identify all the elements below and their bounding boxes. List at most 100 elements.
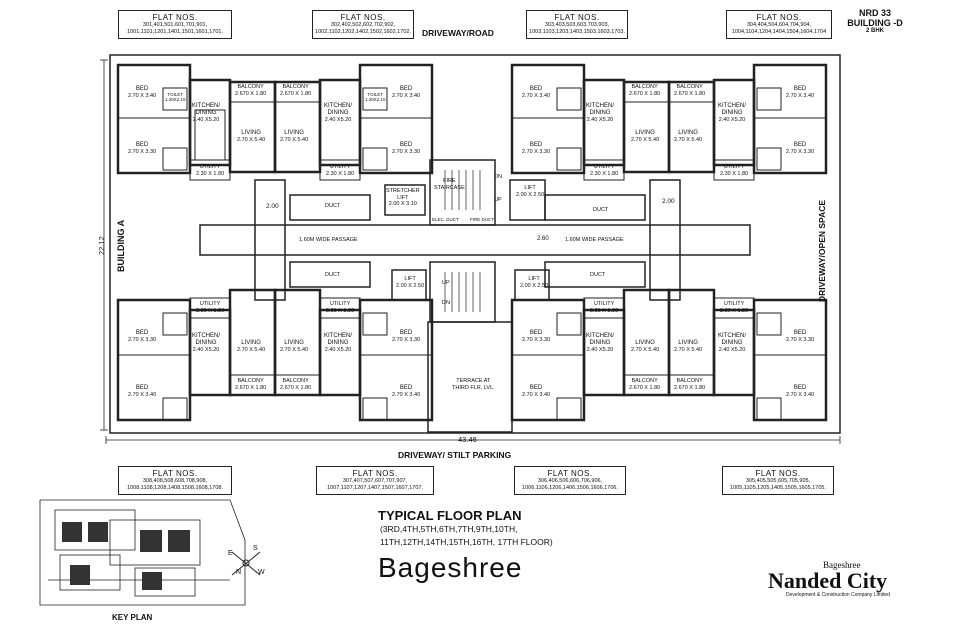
room-name: BALCONY xyxy=(237,84,264,90)
flat-box-bottom-mid-right: FLAT NOS. 306,406,506,606,706,906, 1006,… xyxy=(514,466,626,495)
room-name: BED xyxy=(135,142,149,148)
room-dim: 2.70 X 3.40 xyxy=(522,392,551,399)
room-name: TOILET xyxy=(367,92,384,97)
room-dim: 2.670 X 1.80 xyxy=(235,90,267,97)
building-name: BUILDING -D xyxy=(847,18,903,28)
room-name: DINING xyxy=(195,110,217,117)
room-dim: 2.70 X 3.30 xyxy=(522,337,551,344)
room-dim: 2.70 X 3.40 xyxy=(128,93,157,100)
right-side-label: DRIVEWAY/OPEN SPACE xyxy=(817,199,827,302)
room-name: DINING xyxy=(589,340,611,347)
fire-duct-label: FIRE DUCT xyxy=(470,217,494,222)
room-name: LIVING xyxy=(635,340,655,346)
flat-box-title: FLAT NOS. xyxy=(554,13,600,22)
room-dim: 2.70 X 5.40 xyxy=(674,347,703,354)
compass-s: S xyxy=(253,545,258,552)
logo-tagline: Development & Construction Company Limit… xyxy=(786,592,890,598)
room-dim: 2.00 X 3.10 xyxy=(388,201,417,208)
flat-box-line: 303,403,503,603,703,903, xyxy=(544,22,610,29)
flat-box-line: 304,404,504,604,704,904, xyxy=(746,22,812,29)
room-dim: 2.70 X 3.30 xyxy=(786,149,815,156)
project-name: NRD 33 xyxy=(858,8,891,18)
passage-label: 1.60M WIDE PASSAGE xyxy=(565,237,624,243)
room-name: BALCONY xyxy=(631,378,658,384)
room-name: KITCHEN/ xyxy=(718,103,747,109)
flat-box-title: FLAT NOS. xyxy=(547,469,593,478)
room-dim: 2.40 X5.20 xyxy=(192,347,220,354)
room-dim: 2.70 X 3.40 xyxy=(786,93,815,100)
room-dim: 2.70 X 5.40 xyxy=(631,347,660,354)
passage-label: 1.60M WIDE PASSAGE xyxy=(299,237,358,243)
staircase-treads xyxy=(444,170,481,312)
room-dim: 1.20X2.10 xyxy=(365,97,386,103)
duct-label: DUCT xyxy=(325,203,341,209)
logo-sup: Bageshree xyxy=(823,560,861,570)
room-dim: 2.30 X 1.80 xyxy=(720,307,749,314)
room-dim: 2.70 X 3.30 xyxy=(128,337,157,344)
room-name: KITCHEN/ xyxy=(324,333,353,339)
flat-box-line: 1005,1105,1205,1405,1505,1605,1705. xyxy=(730,484,826,491)
dim-label: 2.60 xyxy=(537,236,549,242)
duct-label: DUCT xyxy=(325,272,341,278)
room-name: UTILITY xyxy=(199,301,221,307)
room-name: LIFT xyxy=(528,276,540,282)
flat-box-title: FLAT NOS. xyxy=(152,13,198,22)
nanded-city-logo: Bageshree Nanded City Development & Cons… xyxy=(768,560,918,598)
room-name: TOILET xyxy=(167,92,184,97)
room-name: BALCONY xyxy=(282,378,309,384)
bottom-road-label: DRIVEWAY/ STILT PARKING xyxy=(398,450,512,460)
room-dim: 2.30 X 1.80 xyxy=(326,170,355,177)
room-name: FIRE xyxy=(443,178,456,184)
room-name: BED xyxy=(793,330,807,336)
room-name: LIVING xyxy=(678,340,698,346)
room-name: LIVING xyxy=(284,130,304,136)
flat-box-title: FLAT NOS. xyxy=(756,13,802,22)
room-dim: 2.40 X5.20 xyxy=(718,347,746,354)
room-name: STAIRCASE xyxy=(434,184,465,191)
key-plan-label: KEY PLAN xyxy=(112,613,153,622)
top-road-label: DRIVEWAY/ROAD xyxy=(422,28,494,38)
room-name: LIVING xyxy=(284,340,304,346)
project-title: Bageshree xyxy=(378,552,523,583)
width-dimension: 43.46 xyxy=(458,435,477,444)
room-name: KITCHEN/ xyxy=(324,103,353,109)
room-name: LIVING xyxy=(678,130,698,136)
room-name: BALCONY xyxy=(237,378,264,384)
room-dim: 2.70 X 3.30 xyxy=(392,149,421,156)
room-dim: 2.670 X 1.80 xyxy=(629,384,661,391)
room-dim: 2.70 X 3.30 xyxy=(128,149,157,156)
room-name: BED xyxy=(793,142,807,148)
room-dim: 2.30 X 1.80 xyxy=(326,307,355,314)
room-name: UTILITY xyxy=(723,164,745,170)
logo-brand: Nanded City xyxy=(768,568,888,593)
flat-box-line: 1006,1106,1206,1406,1506,1606,1706. xyxy=(522,484,618,491)
room-dim: 2.70 X 3.30 xyxy=(392,337,421,344)
flat-box-line: 306,406,506,606,706,906, xyxy=(537,478,603,485)
room-name: BALCONY xyxy=(676,378,703,384)
room-name: LIFT xyxy=(397,194,409,201)
